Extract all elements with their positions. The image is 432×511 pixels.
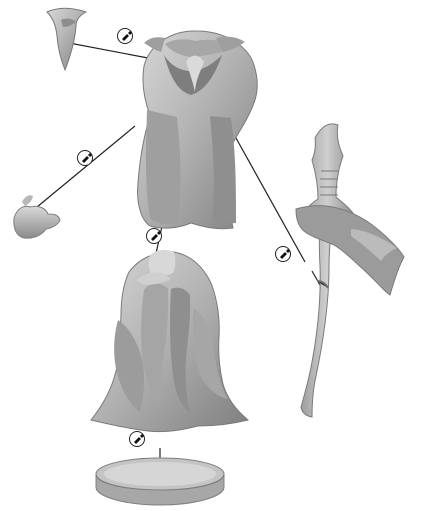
- glue-icon: [129, 431, 145, 447]
- glue-icon: [77, 150, 93, 166]
- cloak-part: [138, 31, 258, 229]
- base-part: [96, 458, 224, 505]
- glue-icon: [275, 246, 291, 262]
- main-body-part: [91, 250, 248, 432]
- side-accessory-part: [14, 195, 60, 238]
- glue-icon: [117, 28, 133, 44]
- glue-icon: [146, 228, 162, 244]
- staff-part: [296, 124, 404, 417]
- helmet-part: [47, 8, 86, 70]
